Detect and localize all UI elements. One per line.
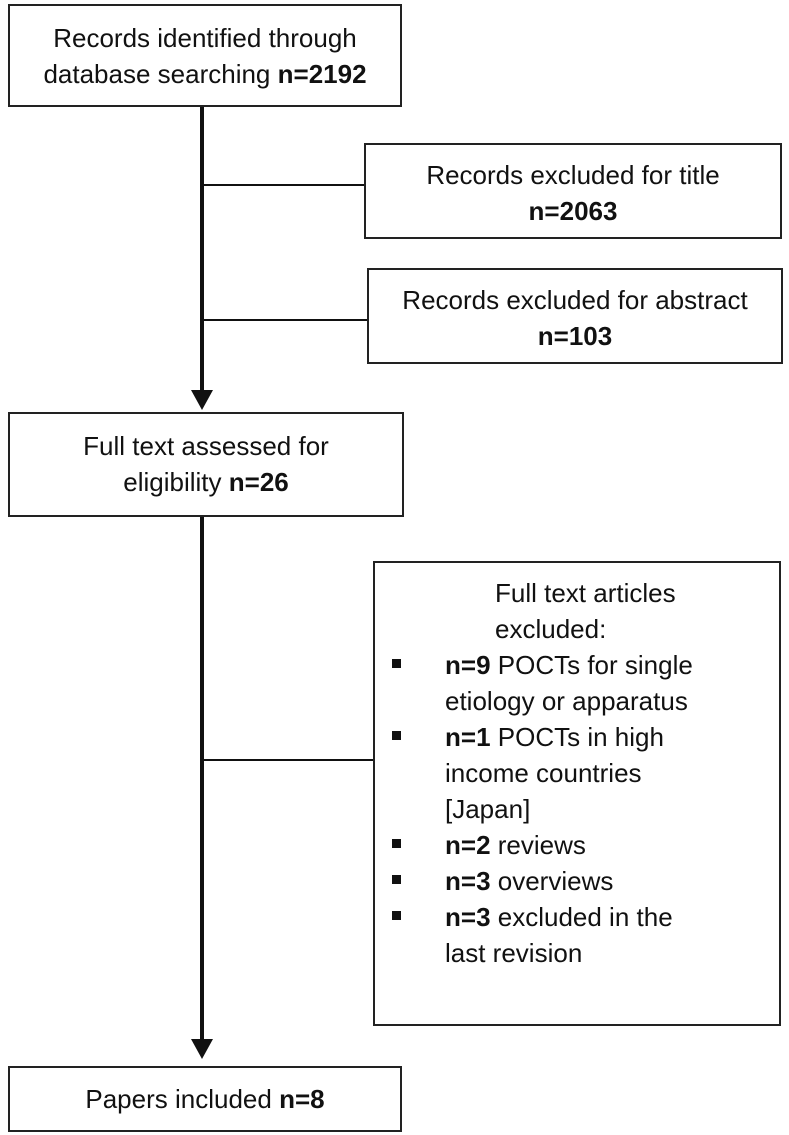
branch-line-fulltext-excluded xyxy=(202,759,374,761)
branch-line-abstract xyxy=(202,319,368,321)
exclusion-reasons-list: n=9 POCTs for single etiology or apparatu… xyxy=(380,647,769,971)
exclusion-count: n=9 xyxy=(445,650,491,680)
records-identified-line1: Records identified through xyxy=(53,23,357,53)
exclusion-text-text2: income countries xyxy=(445,758,642,788)
exclusion-text-line1: POCTs in high xyxy=(490,722,664,752)
square-bullet-icon xyxy=(392,659,401,668)
exclusion-count: n=2 xyxy=(445,830,491,860)
square-bullet-icon xyxy=(392,875,401,884)
exclusion-text-line1: POCTs for single xyxy=(490,650,693,680)
records-excluded-abstract-box: Records excluded for abstract n=103 xyxy=(367,268,783,364)
exclusion-text-line1: reviews xyxy=(490,830,586,860)
exclusion-text-line1: excluded in the xyxy=(490,902,673,932)
exclusion-text-line1: overviews xyxy=(490,866,614,896)
exclusion-count: n=1 xyxy=(445,722,491,752)
papers-included-count: n=8 xyxy=(279,1084,325,1114)
exclusion-reason-item: n=1 POCTs in high income countries [Japan] xyxy=(380,719,769,827)
exclusion-text-text3: [Japan] xyxy=(445,794,531,824)
fulltext-assessed-line2: eligibility xyxy=(123,467,222,497)
fulltext-excluded-heading-line2: excluded: xyxy=(495,614,607,644)
fulltext-assessed-line1: Full text assessed for xyxy=(83,431,329,461)
fulltext-assessed-count: n=26 xyxy=(228,467,289,497)
exclusion-text-text2: etiology or apparatus xyxy=(445,686,688,716)
arrowhead-to-included xyxy=(191,1039,213,1059)
square-bullet-icon xyxy=(392,911,401,920)
main-flow-line-lower xyxy=(200,516,204,1039)
fulltext-excluded-heading-line1: Full text articles xyxy=(495,578,676,608)
square-bullet-icon xyxy=(392,839,401,848)
square-bullet-icon xyxy=(392,731,401,740)
papers-included-label: Papers included xyxy=(85,1084,272,1114)
fulltext-assessed-box: Full text assessed for eligibility n=26 xyxy=(8,412,404,517)
exclusion-reason-item: n=9 POCTs for single etiology or apparatu… xyxy=(380,647,769,719)
excluded-abstract-count: n=103 xyxy=(537,321,613,351)
fulltext-excluded-box: Full text articles excluded: n=9 POCTs f… xyxy=(373,561,781,1026)
branch-line-title xyxy=(202,184,364,186)
exclusion-text-text2: last revision xyxy=(445,938,583,968)
main-flow-line-upper xyxy=(200,106,204,390)
exclusion-reason-item: n=2 reviews xyxy=(380,827,769,863)
excluded-abstract-label: Records excluded for abstract xyxy=(402,285,748,315)
excluded-title-count: n=2063 xyxy=(528,196,618,226)
excluded-title-label: Records excluded for title xyxy=(426,160,720,190)
exclusion-reason-item: n=3 overviews xyxy=(380,863,769,899)
arrowhead-to-fulltext xyxy=(191,390,213,410)
papers-included-box: Papers included n=8 xyxy=(8,1066,402,1132)
records-identified-count: n=2192 xyxy=(277,59,367,89)
records-identified-line2: database searching xyxy=(43,59,271,89)
exclusion-count: n=3 xyxy=(445,902,491,932)
records-identified-box: Records identified through database sear… xyxy=(8,4,402,107)
exclusion-count: n=3 xyxy=(445,866,491,896)
records-excluded-title-box: Records excluded for title n=2063 xyxy=(364,143,782,239)
exclusion-reason-item: n=3 excluded in the last revision xyxy=(380,899,769,971)
